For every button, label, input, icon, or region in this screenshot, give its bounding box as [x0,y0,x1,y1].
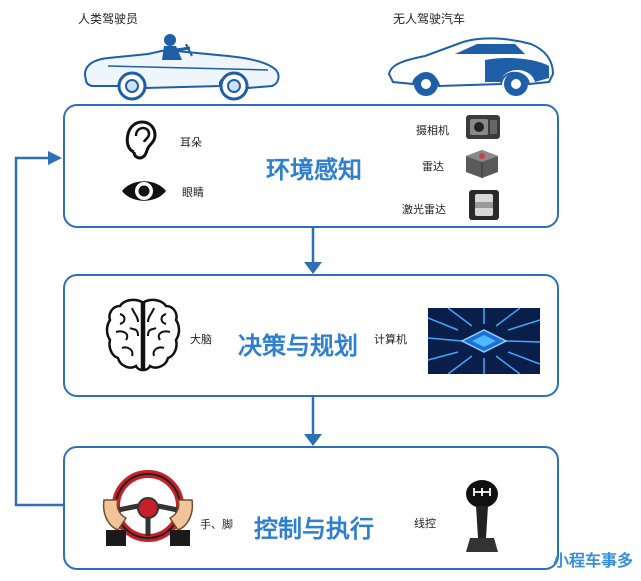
hands-feet-label: 手、脚 [200,518,233,531]
convertible-car-icon [84,34,280,101]
camera-label: 摄相机 [416,124,449,137]
steering-wheel-icon [102,470,194,546]
sports-car-icon [387,37,555,96]
arrow-decision-to-control [304,434,322,446]
arrow-perception-to-decision [304,262,322,274]
brain-icon [105,298,181,372]
lidar-label: 激光雷达 [402,203,446,216]
camera-icon [466,115,500,139]
computer-label: 计算机 [374,333,407,346]
eye-label: 眼睛 [182,186,204,199]
human-driver-label: 人类驾驶员 [78,12,139,26]
lidar-icon [469,190,499,220]
computer-chip-icon [428,308,540,374]
feedback-arrow-head [48,151,62,165]
perception-title: 环境感知 [266,156,362,184]
ear-icon [125,120,157,160]
eye-icon [122,181,166,201]
radar-label: 雷达 [422,160,444,173]
autonomous-car-label: 无人驾驶汽车 [393,12,466,26]
watermark: 小程车事多 [552,551,633,570]
ear-label: 耳朵 [180,136,202,149]
control-title: 控制与执行 [254,515,374,543]
gear-shifter-icon [466,480,498,552]
decision-title: 决策与规划 [238,332,358,360]
drive-by-wire-label: 线控 [414,517,436,530]
radar-icon [466,150,498,178]
brain-label: 大脑 [190,333,212,346]
